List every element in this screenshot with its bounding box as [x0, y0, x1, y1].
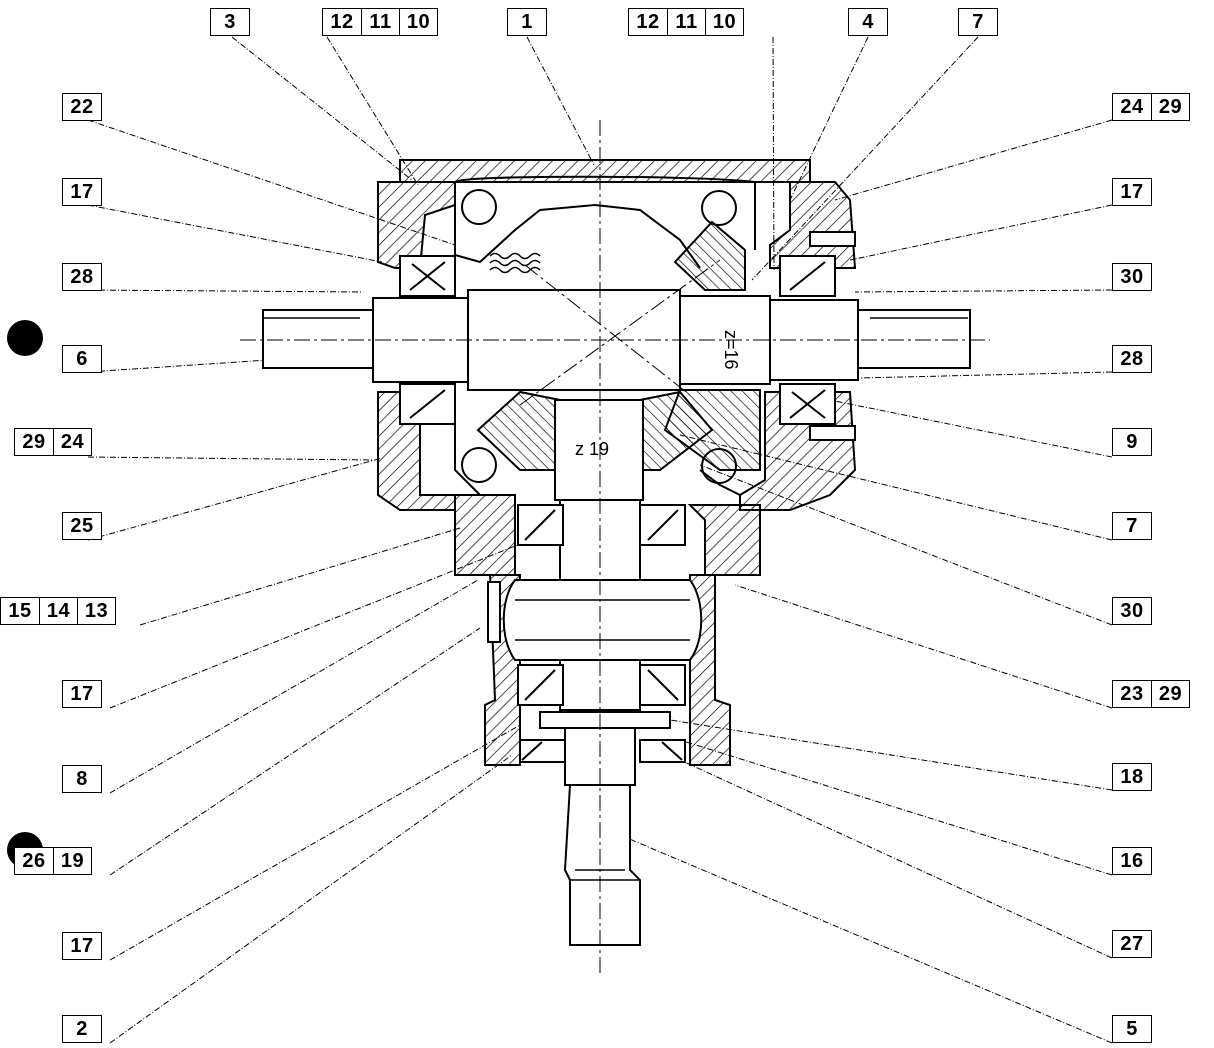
- label-number: 12: [330, 10, 354, 33]
- label-number: 17: [70, 180, 94, 203]
- label-number: 18: [1120, 765, 1144, 788]
- label-number: 23: [1120, 682, 1144, 705]
- registration-dot: [7, 320, 43, 356]
- label-number: 8: [76, 767, 88, 790]
- label-right-9: 9: [1112, 428, 1152, 456]
- label-left-17-b: 17: [62, 680, 102, 708]
- label-number: 13: [77, 598, 115, 624]
- label-number: 25: [70, 514, 94, 537]
- label-number: 24: [53, 429, 91, 455]
- oil-level-mark: [489, 252, 541, 274]
- label-number: 11: [667, 9, 705, 35]
- label-number: 24: [1120, 95, 1144, 118]
- label-number: 27: [1120, 932, 1144, 955]
- label-left-26-19: 26 19: [14, 847, 92, 875]
- label-right-18: 18: [1112, 763, 1152, 791]
- label-right-16: 16: [1112, 847, 1152, 875]
- label-top-1: 1: [507, 8, 547, 36]
- label-number: 15: [8, 599, 32, 622]
- label-number: 14: [39, 598, 77, 624]
- label-number: 22: [70, 95, 94, 118]
- label-top-3: 3: [210, 8, 250, 36]
- cavity-outline: [420, 175, 756, 496]
- label-number: 30: [1120, 265, 1144, 288]
- label-number: 19: [53, 848, 91, 874]
- label-top-7: 7: [958, 8, 998, 36]
- label-number: 4: [862, 10, 874, 33]
- label-left-17-c: 17: [62, 932, 102, 960]
- label-number: 17: [70, 682, 94, 705]
- label-number: 17: [70, 934, 94, 957]
- label-top-4: 4: [848, 8, 888, 36]
- label-right-5: 5: [1112, 1015, 1152, 1043]
- gear-annotation-z16: z=16: [721, 330, 741, 370]
- label-number: 1: [521, 10, 533, 33]
- gear-annotation-z19: z 19: [575, 439, 609, 459]
- label-number: 2: [76, 1017, 88, 1040]
- leader-lines: [87, 36, 1113, 1044]
- label-left-17-a: 17: [62, 178, 102, 206]
- label-left-2: 2: [62, 1015, 102, 1043]
- label-number: 29: [1151, 94, 1189, 120]
- vertical-shaft: [554, 399, 644, 946]
- centre-lines: [240, 120, 990, 975]
- label-right-30-a: 30: [1112, 263, 1152, 291]
- bevel-gears: [476, 220, 761, 471]
- label-number: 30: [1120, 599, 1144, 622]
- label-number: 16: [1120, 849, 1144, 872]
- label-left-22: 22: [62, 93, 102, 121]
- label-number: 29: [22, 430, 46, 453]
- label-number: 29: [1151, 681, 1189, 707]
- label-left-29-24: 29 24: [14, 428, 92, 456]
- label-number: 17: [1120, 180, 1144, 203]
- label-right-27: 27: [1112, 930, 1152, 958]
- label-number: 6: [76, 347, 88, 370]
- label-right-24-29: 24 29: [1112, 93, 1190, 121]
- label-number: 7: [1126, 514, 1138, 537]
- label-number: 10: [399, 9, 437, 35]
- label-left-6: 6: [62, 345, 102, 373]
- fasteners: [487, 231, 856, 643]
- label-top-12-11-10-right: 12 11 10: [628, 8, 744, 36]
- label-number: 10: [705, 9, 743, 35]
- label-top-12-11-10-left: 12 11 10: [322, 8, 438, 36]
- shaft-bearings: [399, 255, 836, 425]
- label-number: 3: [224, 10, 236, 33]
- label-left-8: 8: [62, 765, 102, 793]
- lower-bearings: [517, 504, 686, 763]
- label-right-7: 7: [1112, 512, 1152, 540]
- label-number: 5: [1126, 1017, 1138, 1040]
- label-number: 7: [972, 10, 984, 33]
- label-number: 28: [1120, 347, 1144, 370]
- label-right-17: 17: [1112, 178, 1152, 206]
- label-number: 28: [70, 265, 94, 288]
- label-left-25: 25: [62, 512, 102, 540]
- label-number: 9: [1126, 430, 1138, 453]
- label-number: 26: [22, 849, 46, 872]
- label-right-23-29: 23 29: [1112, 680, 1190, 708]
- label-number: 11: [361, 9, 399, 35]
- label-right-28: 28: [1112, 345, 1152, 373]
- label-left-15-14-13: 15 14 13: [0, 597, 116, 625]
- label-left-28: 28: [62, 263, 102, 291]
- label-right-30-b: 30: [1112, 597, 1152, 625]
- label-number: 12: [636, 10, 660, 33]
